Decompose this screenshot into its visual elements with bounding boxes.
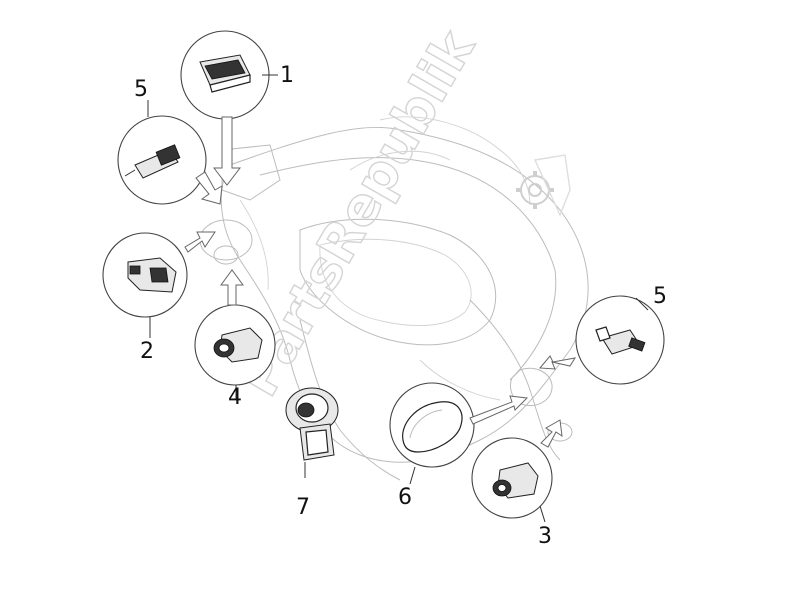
callout-1: 1	[280, 63, 294, 88]
arrow-part-4	[220, 269, 244, 306]
arrow-part-5-left	[195, 171, 223, 205]
part-5-left-bulb-group	[117, 100, 223, 205]
bulb-icon	[124, 144, 181, 179]
scooter-body-outline	[199, 116, 589, 481]
part-2-switch-group	[102, 231, 216, 338]
callout-7: 7	[296, 495, 310, 520]
callout-labels: 1 5 2 4 7 5 6 3	[134, 63, 667, 549]
bulb-icon	[595, 326, 646, 355]
part-4-switch-group	[194, 269, 276, 400]
arrow-part-6	[469, 395, 529, 425]
push-button-icon	[199, 54, 251, 93]
socket-icon	[213, 327, 263, 363]
part-5-right-bulb-group	[538, 295, 665, 385]
callout-5-left: 5	[134, 77, 148, 102]
arrow-part-1	[212, 116, 242, 186]
socket-icon	[492, 462, 539, 499]
callout-3: 3	[538, 524, 552, 549]
callout-2: 2	[140, 339, 154, 364]
part-3-socket-group	[471, 419, 563, 523]
cover-panel-icon	[402, 401, 463, 453]
part-1-button-group	[180, 30, 278, 186]
arrow-part-2	[184, 231, 216, 253]
ignition-switch-icon	[285, 387, 339, 461]
part-6-cover-group	[389, 382, 529, 485]
callout-6: 6	[398, 485, 412, 510]
callout-5-right: 5	[653, 284, 667, 309]
handlebar-switch-icon	[127, 257, 177, 293]
callout-4: 4	[228, 385, 242, 410]
arrow-part-3	[540, 419, 563, 448]
arrow-part-5-right	[538, 355, 577, 370]
